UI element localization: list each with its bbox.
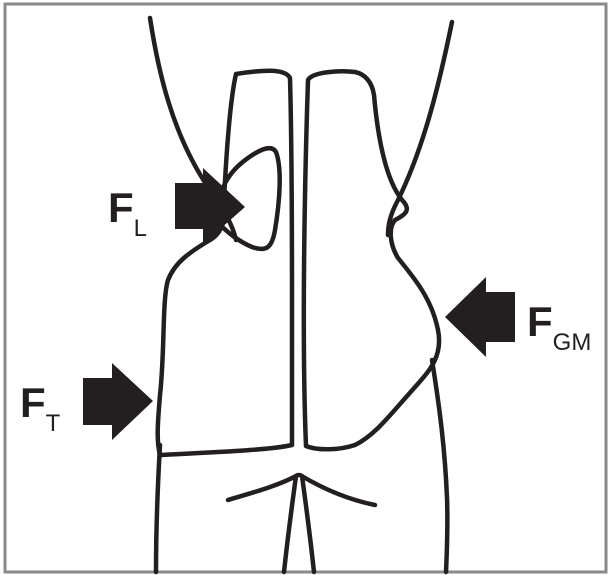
diagram-canvas: FL FGM FT [0,0,612,578]
